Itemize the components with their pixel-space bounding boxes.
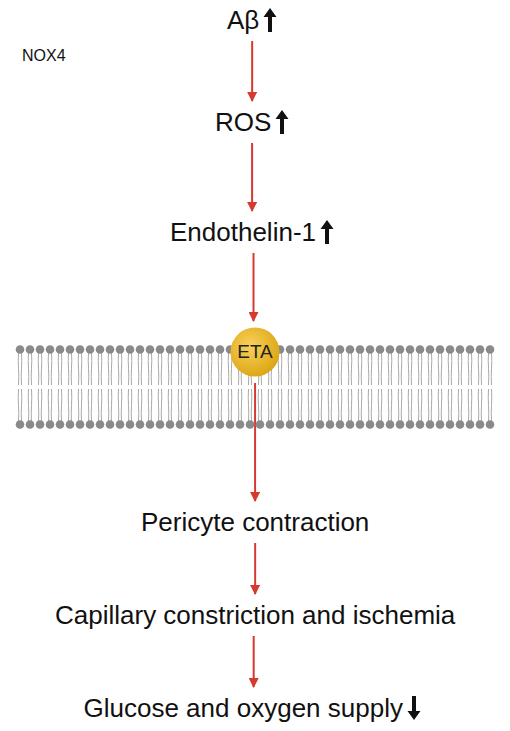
step-node: Glucose and oxygen supply <box>84 693 421 723</box>
receptor-fill <box>231 328 280 377</box>
increase-arrow <box>320 220 334 244</box>
node-text: Glucose and oxygen supply <box>84 693 403 723</box>
trend-arrow-shape <box>407 696 420 720</box>
trend-arrow-shape <box>276 110 289 134</box>
increase-arrow <box>275 110 289 134</box>
trend-arrow-shape <box>264 8 277 32</box>
node-text: Capillary constriction and ischemia <box>55 600 455 630</box>
flow-arrow <box>251 41 253 101</box>
step-node: Pericyte contraction <box>141 507 369 537</box>
edge-label: NOX4 <box>22 47 66 65</box>
flow-arrow <box>251 143 253 211</box>
increase-arrow <box>263 8 277 32</box>
node-text: Endothelin-1 <box>170 217 316 247</box>
flow-arrow <box>254 543 256 594</box>
receptor-circle: ETA <box>230 327 280 377</box>
step-node: Endothelin-1 <box>170 217 334 247</box>
step-node: Aβ <box>227 5 277 35</box>
node-text: Pericyte contraction <box>141 507 369 537</box>
node-text: Aβ <box>227 5 259 35</box>
trend-arrow-shape <box>321 220 334 244</box>
step-node: ROS <box>215 107 289 137</box>
step-node: Capillary constriction and ischemia <box>55 600 455 630</box>
flow-arrow <box>253 636 255 687</box>
decrease-arrow <box>407 696 421 720</box>
node-text: ROS <box>215 107 271 137</box>
node-text: ETA <box>237 337 273 367</box>
flow-arrow <box>253 253 255 321</box>
